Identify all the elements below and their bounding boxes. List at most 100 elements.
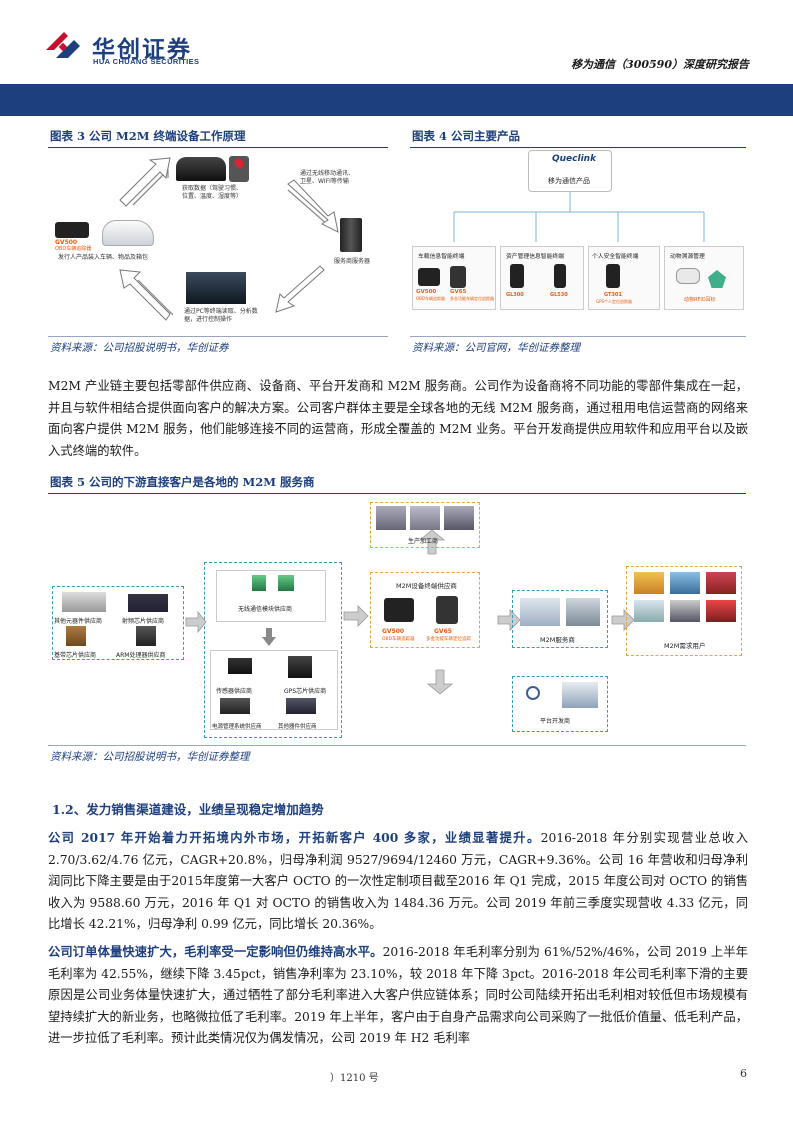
m2m-users-box <box>626 566 742 656</box>
figure-4-caption: 图表 4 公司主要产品 <box>412 129 521 143</box>
figure-4-source-rule <box>410 336 746 337</box>
figure-3-source-rule <box>48 336 388 337</box>
module-suppliers-box <box>204 562 342 738</box>
figure-3-rule <box>48 147 388 148</box>
down-arrow-icon <box>262 628 276 646</box>
user-image-2 <box>670 572 700 594</box>
label-arm-chip: ARM处理器供应商 <box>116 652 166 659</box>
gt301-product-image <box>606 264 620 288</box>
label-install: 发行人产品装入车辆、物品及箱包 <box>58 254 149 261</box>
server-image <box>340 218 362 252</box>
figure-4-rule <box>410 147 746 148</box>
paragraph-margin: 公司订单体量快速扩大，毛利率受一定影响但仍维持高水平。2016-2018 年毛利… <box>48 941 748 1050</box>
label-sensor: 传感器供应商 <box>216 688 253 695</box>
label-other-device: 其他器件供应商 <box>278 724 317 730</box>
user-image-3 <box>706 572 736 594</box>
category-animal-label: 动物溯源管理 <box>670 254 705 260</box>
power-mgmt-image <box>220 698 250 714</box>
components-image <box>62 592 106 612</box>
wireless-module-image-2 <box>278 575 294 591</box>
gv65-sub-fig5: 多金功能车辆定位追踪 <box>426 637 471 642</box>
gv65-product-label: GV65 <box>450 289 467 295</box>
gv65-image-fig5 <box>436 596 458 624</box>
m2m-device-box <box>370 572 480 648</box>
wireless-module-image-1 <box>252 575 266 591</box>
rfid-tag-image <box>676 268 700 284</box>
car-image <box>102 220 154 246</box>
figure-4-source: 资料来源：公司官网，华创证券整理 <box>412 342 580 354</box>
label-power-mgmt: 电源管理系统供应商 <box>212 724 262 730</box>
gv500-product-sub: OBD车辆追踪器 <box>416 296 445 301</box>
flow-arrows <box>119 157 339 321</box>
monitoring-room-image <box>186 272 246 304</box>
m2m-service-box <box>512 590 608 648</box>
label-server: 服务商服务器 <box>334 258 371 265</box>
platform-box <box>512 676 608 732</box>
figure-5-source-rule <box>48 745 746 746</box>
user-image-6 <box>706 600 736 622</box>
gt301-product-sub: GPS个人定位追踪器 <box>596 299 633 304</box>
figure-5-caption: 图表 5 公司的下游直接客户是各地的 M2M 服务商 <box>50 475 315 489</box>
label-wireless-module: 无线通信模块供应商 <box>238 606 293 613</box>
figure-3-caption: 图表 3 公司 M2M 终端设备工作原理 <box>50 129 246 143</box>
header-band <box>0 84 793 116</box>
sensor-image <box>228 658 252 674</box>
paragraph-revenue: 公司 2017 年开始着力开拓境内外市场，开拓新客户 400 多家，业绩显著提升… <box>48 827 748 936</box>
label-manufacturer: 生产加工商 <box>408 538 439 545</box>
report-title: 移为通信（300590）深度研究报告 <box>571 58 749 71</box>
category-personal-label: 个人安全智能终端 <box>592 254 639 260</box>
ear-tag-image <box>708 270 726 288</box>
label-gps-chip: GPS芯片供应商 <box>284 688 327 695</box>
gv500-label-fig5: GV500 <box>382 628 405 635</box>
gv65-label-fig5: GV65 <box>434 628 452 635</box>
user-image-5 <box>670 600 700 622</box>
category-personal <box>588 246 660 310</box>
wireless-module-panel <box>216 570 326 622</box>
paragraph-revenue-lead: 公司 2017 年开始着力开拓境内外市场，开拓新客户 400 多家，业绩显著提升… <box>48 830 541 845</box>
label-acquire-data: 获取数据（驾驶习惯、 位置、温度、湿度等） <box>182 185 243 200</box>
page-number: 6 <box>740 1067 747 1080</box>
brand-name-en: HUA CHUANG SECURITIES <box>93 57 200 66</box>
arm-chip-image <box>136 626 156 646</box>
gv500-sublabel: OBD车辆追踪器 <box>55 246 92 252</box>
gps-chip-image <box>288 656 312 678</box>
label-pc-terminal: 通过PC等终端读取、分析数 据，进行控制操作 <box>184 308 258 323</box>
rf-chip-image <box>128 594 168 612</box>
category-asset-label: 资产管理信息智能终端 <box>506 254 564 260</box>
manufacturer-box <box>370 502 480 548</box>
label-m2m-users: M2M需求用户 <box>664 642 706 650</box>
gl530-product-image <box>554 264 566 288</box>
brand-name-cn: 华创证券 <box>92 37 192 63</box>
label-other-components: 其他元器件供应商 <box>54 618 103 625</box>
product-tree-lines <box>453 192 705 242</box>
rfid-product-label: 动物RFID耳标 <box>684 297 716 303</box>
label-baseband-chip: 基带芯片供应商 <box>54 652 97 659</box>
root-node <box>528 150 612 192</box>
gv65-product-sub: 多金功能车辆定位追踪器 <box>450 296 494 301</box>
figure-3-source: 资料来源：公司招股说明书，华创证券 <box>50 342 229 354</box>
label-platform: 平台开发商 <box>540 718 571 725</box>
gl300-product-label: GL300 <box>506 292 524 298</box>
other-device-image <box>286 698 316 714</box>
figure-5-rule <box>48 493 746 494</box>
baseband-chip-image <box>66 626 86 646</box>
gv500-image-fig5 <box>384 598 414 622</box>
root-node-label: 移为通信产品 <box>548 177 590 185</box>
paragraph-m2m-chain: M2M 产业链主要包括零部件供应商、设备商、平台开发商和 M2M 服务商。公司作… <box>48 379 748 458</box>
label-rf-chip: 射频芯片供应商 <box>122 618 165 625</box>
gv500-product-label: GV500 <box>416 289 437 295</box>
dashboard-image <box>176 157 226 181</box>
footer-license: ）1210 号 <box>330 1073 379 1084</box>
label-m2m-device: M2M设备终端供应商 <box>396 582 457 590</box>
label-m2m-service: M2M服务商 <box>540 636 575 644</box>
queclink-logo-text: Queclink <box>552 154 597 164</box>
flow-arrows-fig5 <box>185 529 635 695</box>
service-center-image <box>566 598 600 626</box>
gv500-sub-fig5: OBD车辆追踪器 <box>382 637 415 642</box>
category-vehicle-label: 车载信息智能终端 <box>418 254 465 260</box>
gt301-product-label: GT301 <box>604 292 622 298</box>
paragraph-margin-body: 2016-2018 年毛利率分别为 61%/52%/46%，公司 2019 上半… <box>48 945 748 1046</box>
brand-logo <box>46 32 80 58</box>
gv65-product-image <box>450 266 466 288</box>
label-transmission: 通过无线移动通讯、 卫星、WIFI等传输 <box>300 170 355 185</box>
